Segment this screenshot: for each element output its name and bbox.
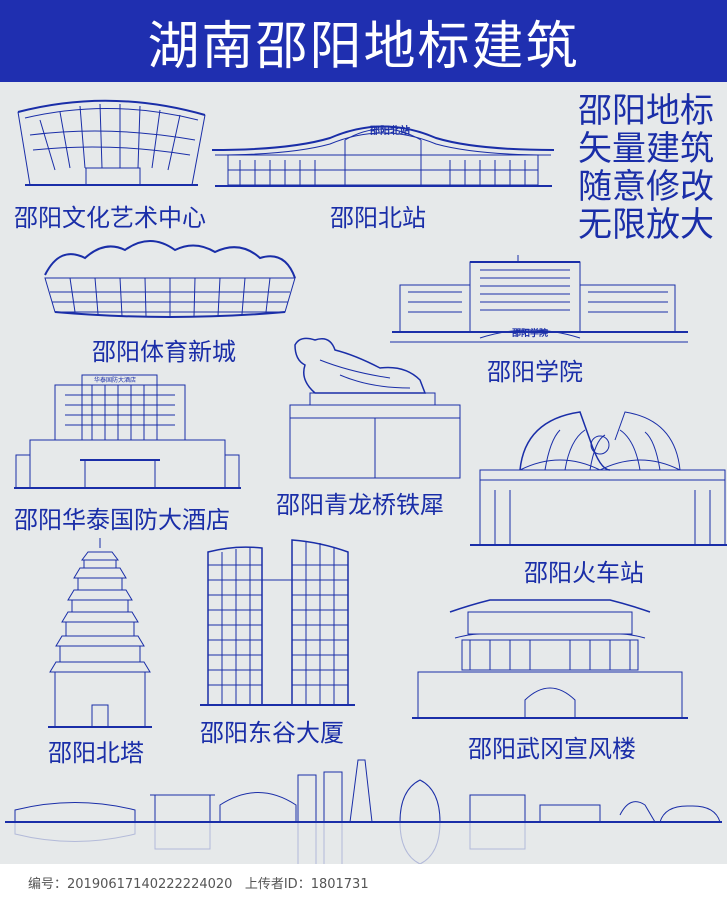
north-station-label: 邵阳北站 — [330, 204, 426, 232]
college-drawing — [390, 255, 688, 343]
culture-center-drawing — [17, 99, 206, 186]
railway-station-drawing — [470, 411, 727, 546]
north-station-sign: 邵阳北站 — [369, 124, 410, 137]
uploader-value: 1801731 — [310, 877, 369, 892]
hotel-sign: 华泰国防大酒店 — [94, 376, 136, 384]
promo-line: 邵阳地标 — [578, 91, 714, 131]
railway-station-label: 邵阳火车站 — [524, 559, 644, 587]
rhino-drawing — [289, 337, 461, 479]
page-title: 湖南邵阳地标建筑 — [147, 17, 580, 77]
id-label: 编号： — [28, 877, 68, 892]
north-pagoda-drawing — [48, 538, 152, 728]
culture-center-label: 邵阳文化艺术中心 — [14, 204, 206, 232]
donggu-tower-drawing — [200, 539, 355, 706]
bottom-skyline — [5, 759, 722, 823]
uploader-label: 上传者ID： — [244, 877, 311, 892]
wugang-tower-drawing — [412, 599, 688, 719]
college-label: 邵阳学院 — [487, 358, 583, 386]
footer-bar: 编号：20190617140222224020 上传者ID：1801731 — [0, 864, 727, 900]
north-pagoda-label: 邵阳北塔 — [48, 739, 144, 767]
promo-line: 随意修改 — [578, 167, 714, 207]
promo-line: 矢量建筑 — [578, 129, 714, 169]
college-sign: 邵阳学院 — [511, 327, 548, 339]
hotel-label: 邵阳华泰国防大酒店 — [14, 506, 230, 534]
north-station-drawing — [211, 125, 555, 187]
promo-line: 无限放大 — [578, 205, 714, 245]
wugang-tower-label: 邵阳武冈宣风楼 — [468, 735, 636, 763]
donggu-tower-label: 邵阳东谷大厦 — [200, 719, 344, 747]
promo-text: 邵阳地标 矢量建筑 随意修改 无限放大 — [578, 92, 714, 244]
rhino-label: 邵阳青龙桥铁犀 — [276, 491, 444, 519]
sports-city-label: 邵阳体育新城 — [92, 338, 236, 366]
title-banner: 湖南邵阳地标建筑 — [0, 0, 727, 82]
id-value: 20190617140222224020 — [67, 877, 233, 892]
hotel-drawing — [14, 374, 241, 489]
footer-info: 编号：20190617140222224020 上传者ID：1801731 — [28, 873, 369, 892]
sports-city-drawing — [44, 240, 296, 318]
